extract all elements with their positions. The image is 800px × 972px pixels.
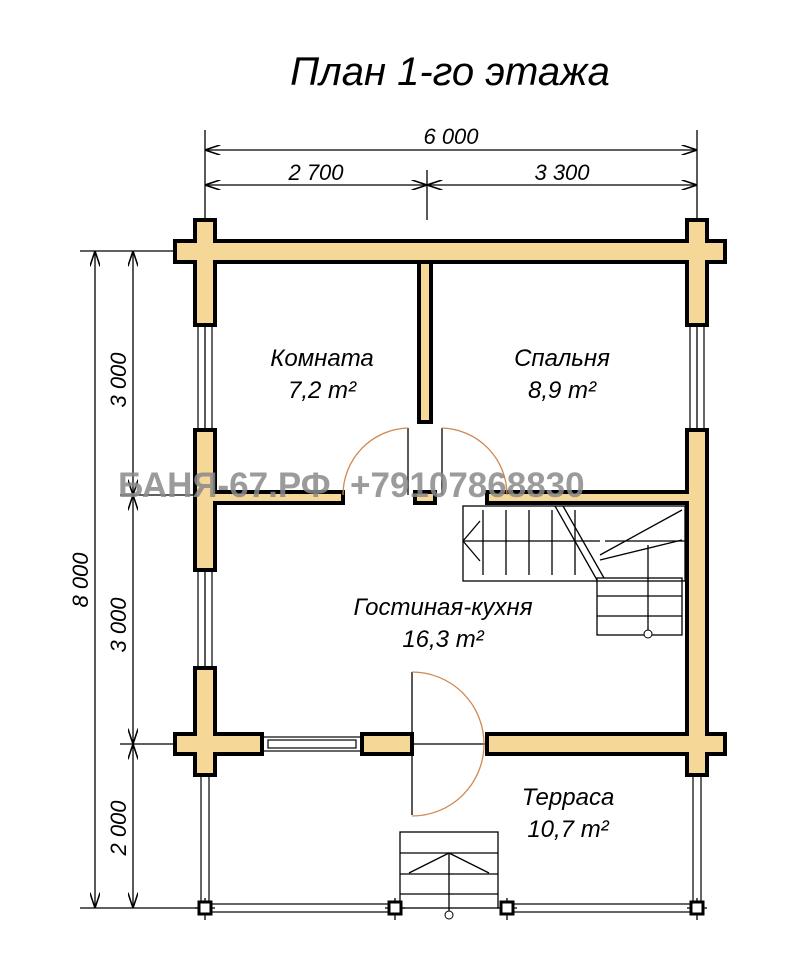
room-name-komnata: Комната <box>270 345 374 372</box>
dim-terrace-length: 2 000 <box>106 800 131 857</box>
dim-total-width: 6 000 <box>423 124 479 149</box>
watermark: БАНЯ-67.РФ +79107868830 <box>118 466 585 505</box>
dim-upper-length: 3 000 <box>106 352 131 408</box>
room-name-spalnya: Спальня <box>514 345 610 372</box>
dim-middle-length: 3 000 <box>106 597 131 653</box>
dim-right-width: 3 300 <box>534 160 590 185</box>
room-area-komnata: 7,2 m² <box>288 377 357 404</box>
room-labels: Комната 7,2 m² Спальня 8,9 m² Гостиная-к… <box>270 345 614 843</box>
room-area-spalnya: 8,9 m² <box>528 377 597 404</box>
interior-stairs <box>462 505 686 639</box>
dim-total-length: 8 000 <box>68 552 93 608</box>
terrace-steps <box>399 831 499 920</box>
plan-title: План 1-го этажа <box>290 50 610 94</box>
dimensions-left: 8 000 3 000 3 000 2 000 <box>68 250 200 909</box>
room-name-gostinaya: Гостиная-кухня <box>353 594 532 621</box>
doors <box>342 427 508 817</box>
room-area-terrasa: 10,7 m² <box>527 816 609 843</box>
dim-left-width: 2 700 <box>287 160 344 185</box>
room-area-gostinaya: 16,3 m² <box>402 626 484 653</box>
dimensions-top: 6 000 2 700 3 300 <box>204 124 698 220</box>
terrace-posts <box>195 898 707 920</box>
walls <box>173 218 727 777</box>
room-name-terrasa: Терраса <box>522 784 615 811</box>
